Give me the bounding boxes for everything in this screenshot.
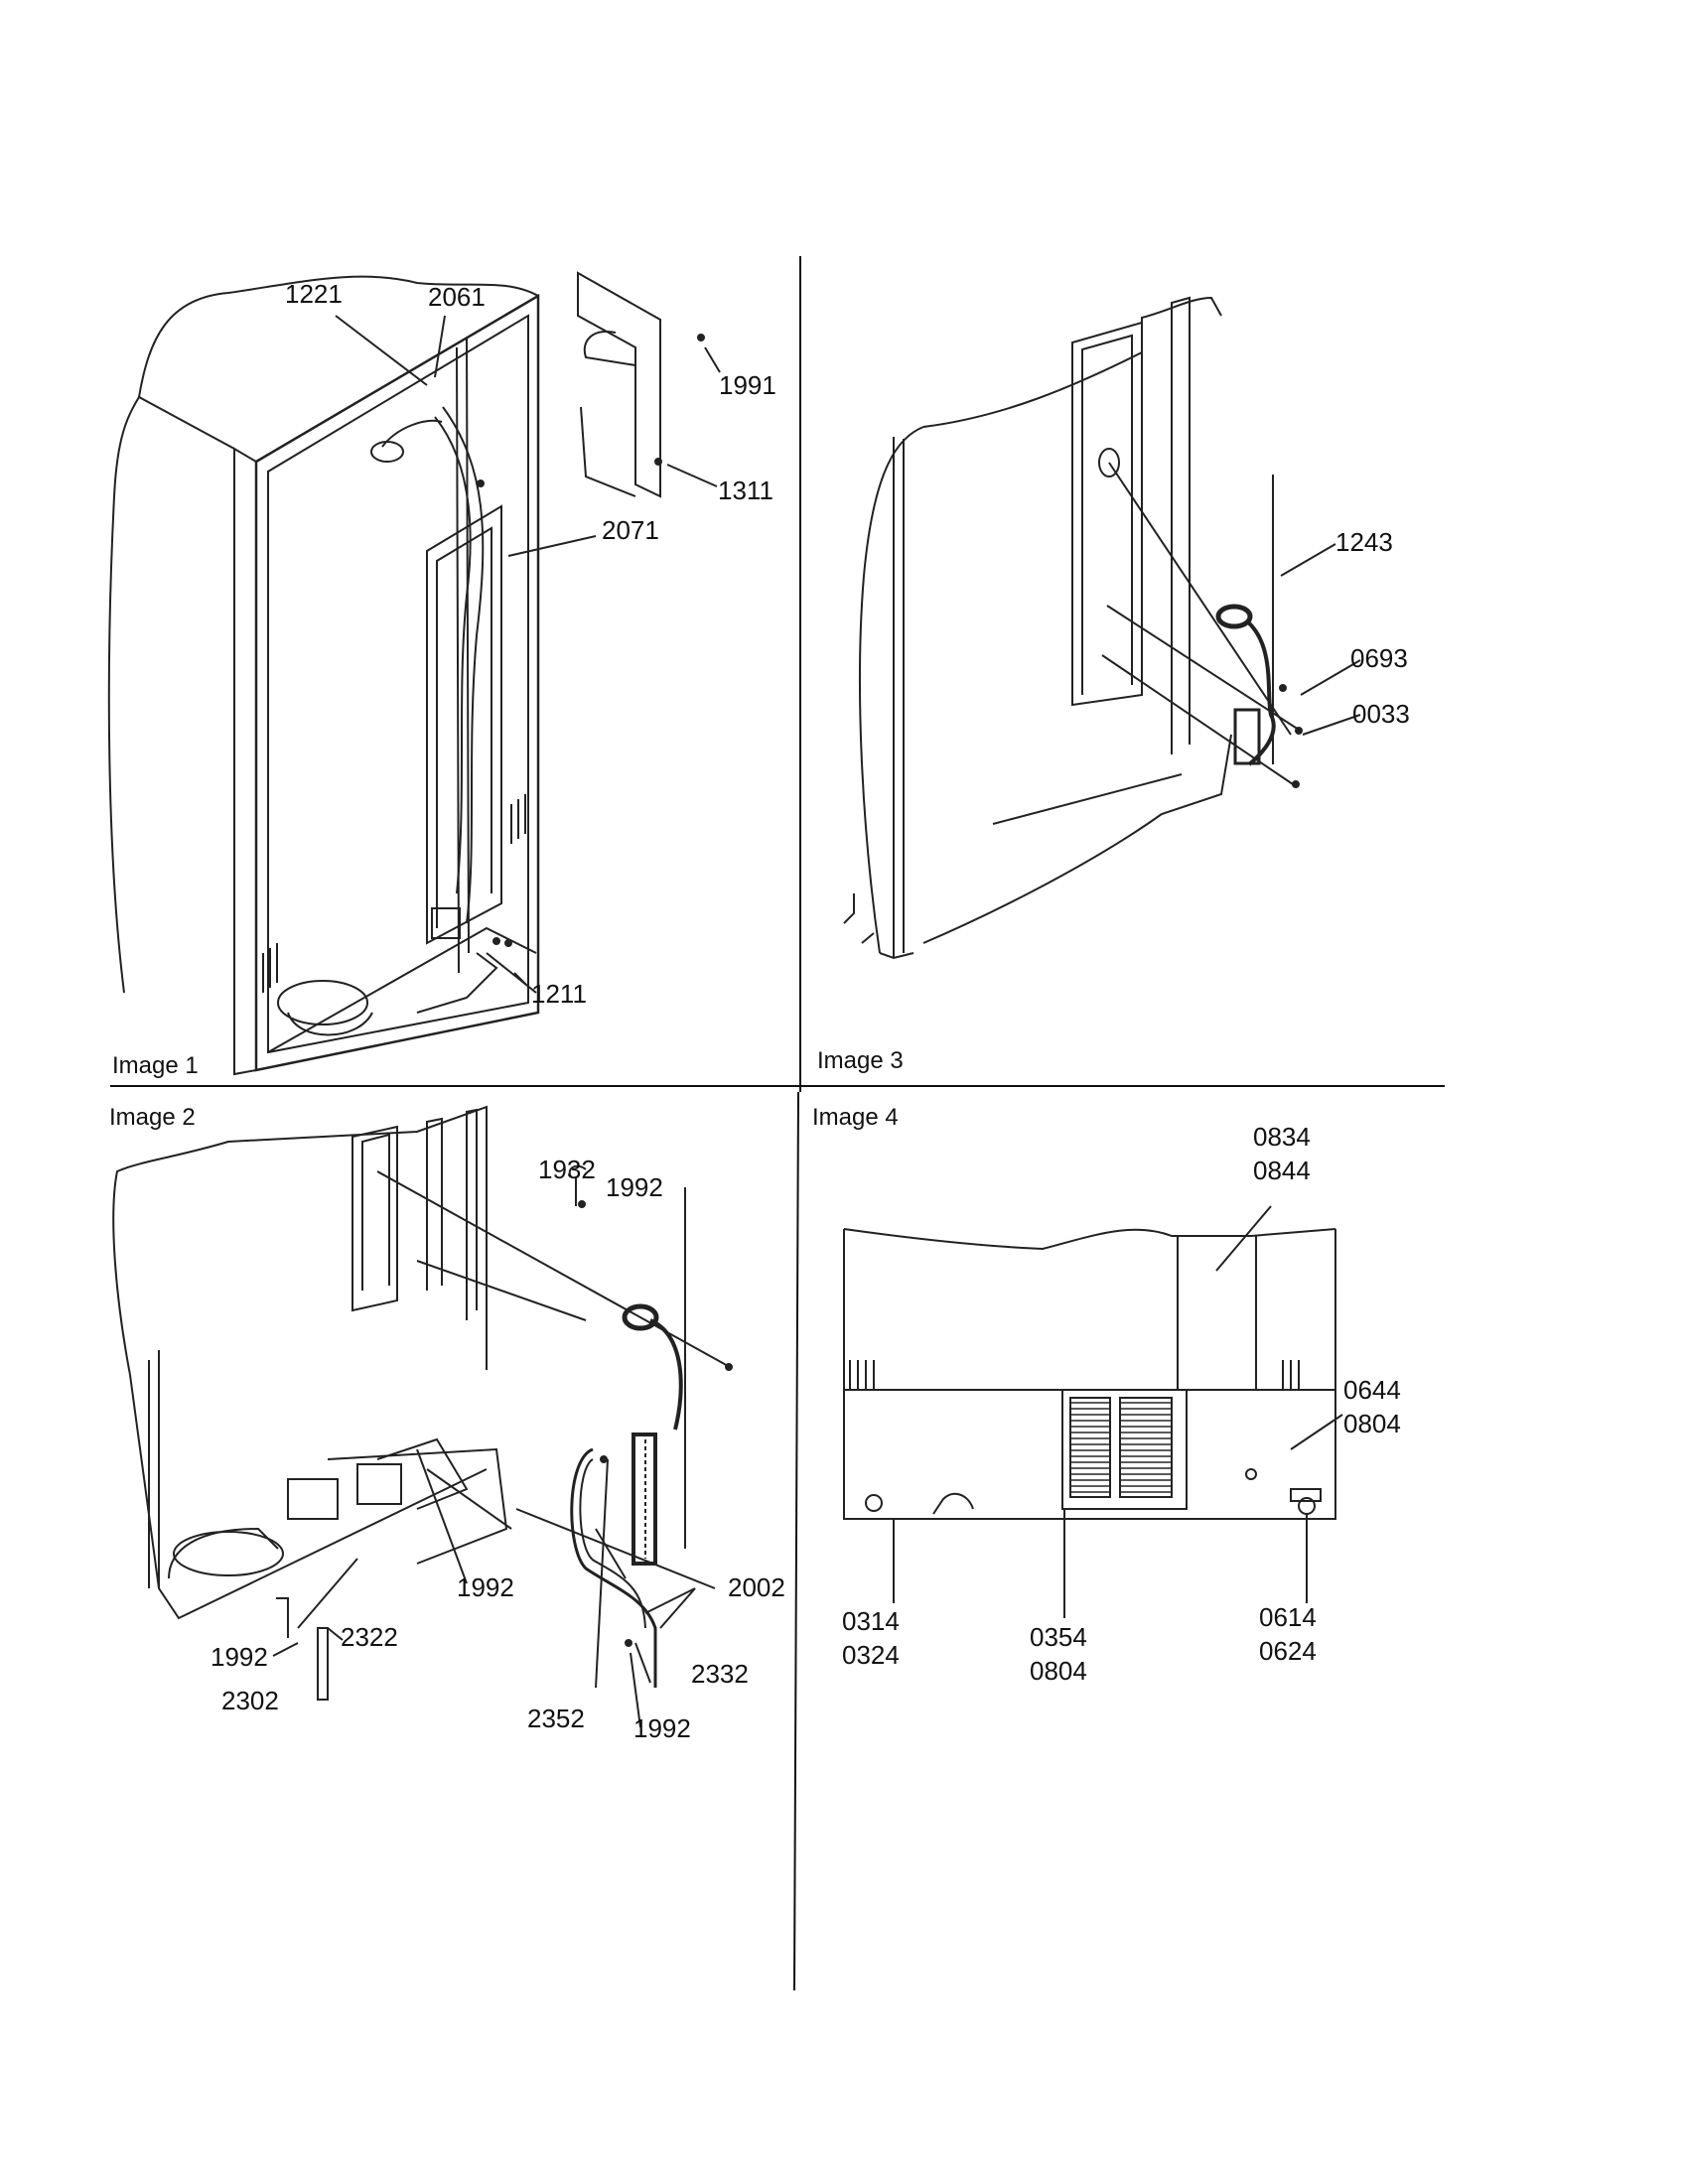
callout-1992-middle: 1992 bbox=[457, 1572, 514, 1602]
callout-2322: 2322 bbox=[341, 1622, 398, 1652]
callout-1211: 1211 bbox=[531, 979, 587, 1009]
callout-2061: 2061 bbox=[428, 282, 486, 312]
callout-0834-0844: 0834 0844 bbox=[1253, 1120, 1311, 1187]
callout-0644-0804: 0644 0804 bbox=[1343, 1373, 1401, 1440]
panel-title-image-4: Image 4 bbox=[812, 1104, 899, 1131]
callout-0354: 0354 bbox=[1030, 1622, 1087, 1652]
image-4-base-grille-view bbox=[843, 1205, 1343, 1618]
callout-0614-0624: 0614 0624 bbox=[1259, 1600, 1317, 1668]
callout-1992-bottom: 1992 bbox=[633, 1713, 691, 1743]
callout-2332: 2332 bbox=[691, 1659, 749, 1689]
callout-1311: 1311 bbox=[718, 476, 773, 505]
quadrant-dividers bbox=[110, 256, 1445, 1991]
image-1-refrigerator-rear bbox=[107, 271, 721, 1076]
callout-2002: 2002 bbox=[728, 1572, 785, 1602]
callout-0614: 0614 bbox=[1259, 1602, 1317, 1632]
callout-0324: 0324 bbox=[842, 1640, 900, 1670]
image-2-rear-lower-detail bbox=[112, 1105, 733, 1728]
panel-title-image-2: Image 2 bbox=[109, 1104, 196, 1131]
callout-0644: 0644 bbox=[1343, 1375, 1401, 1405]
panel-title-image-3: Image 3 bbox=[817, 1047, 904, 1074]
callout-0314-0324: 0314 0324 bbox=[842, 1604, 900, 1672]
callout-0314: 0314 bbox=[842, 1606, 900, 1636]
callout-0834: 0834 bbox=[1253, 1122, 1311, 1152]
callout-0033: 0033 bbox=[1352, 699, 1410, 729]
callout-1243: 1243 bbox=[1335, 527, 1393, 557]
callout-0354-0804: 0354 0804 bbox=[1030, 1620, 1087, 1688]
callout-0804-lower: 0804 bbox=[1030, 1656, 1087, 1686]
callout-0804: 0804 bbox=[1343, 1409, 1401, 1438]
callout-2071: 2071 bbox=[602, 515, 659, 545]
callout-2302: 2302 bbox=[221, 1686, 279, 1715]
image-3-rear-panel-detail bbox=[843, 296, 1361, 960]
callout-1991: 1991 bbox=[719, 370, 776, 400]
callout-2352: 2352 bbox=[527, 1704, 585, 1733]
callout-1221: 1221 bbox=[285, 279, 343, 309]
panel-title-image-1: Image 1 bbox=[112, 1052, 199, 1079]
callout-1992-left: 1992 bbox=[210, 1642, 268, 1672]
callout-1932: 1932 bbox=[538, 1155, 596, 1184]
callout-0844: 0844 bbox=[1253, 1156, 1311, 1185]
callout-0624: 0624 bbox=[1259, 1636, 1317, 1666]
callout-1992-top: 1992 bbox=[606, 1172, 663, 1202]
callout-0693: 0693 bbox=[1350, 643, 1408, 673]
